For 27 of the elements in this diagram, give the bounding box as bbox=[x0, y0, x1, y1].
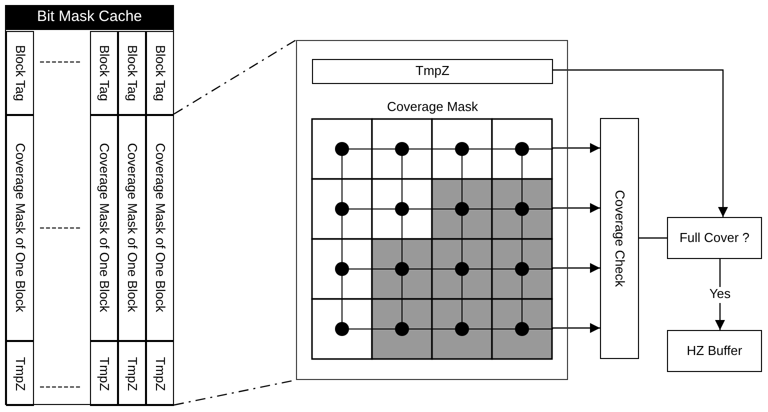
table-cell: Block Tag bbox=[90, 31, 118, 115]
table-header: Bit Mask Cache bbox=[5, 5, 174, 30]
table-cell: TmpZ bbox=[6, 341, 34, 406]
connector-line bbox=[639, 237, 667, 239]
zoom-line bbox=[174, 39, 296, 115]
arrow bbox=[552, 263, 600, 273]
table-cell: Coverage Mask of One Block bbox=[146, 115, 174, 341]
table-cell: Block Tag bbox=[6, 31, 34, 115]
table-cell: Block Tag bbox=[118, 31, 146, 115]
zoom-box bbox=[296, 40, 568, 380]
arrow bbox=[552, 323, 600, 333]
arrow bbox=[552, 69, 728, 217]
table-cell: Block Tag bbox=[146, 31, 174, 115]
table-cell: TmpZ bbox=[90, 341, 118, 406]
tmpz-box: TmpZ bbox=[312, 59, 553, 84]
table-cell: TmpZ bbox=[118, 341, 146, 406]
table-cell: Coverage Mask of One Block bbox=[6, 115, 34, 341]
table-cell: Coverage Mask of One Block bbox=[90, 115, 118, 341]
grid-heading: Coverage Mask bbox=[386, 99, 480, 115]
arrow bbox=[552, 143, 600, 153]
table-cell: Coverage Mask of One Block bbox=[118, 115, 146, 341]
cache-table bbox=[5, 5, 174, 405]
table-cell: TmpZ bbox=[146, 341, 174, 406]
decision-box: Full Cover ? bbox=[667, 217, 762, 259]
coverage-check-box: Coverage Check bbox=[600, 118, 639, 359]
buffer-box: HZ Buffer bbox=[667, 330, 762, 372]
arrow bbox=[552, 203, 600, 213]
